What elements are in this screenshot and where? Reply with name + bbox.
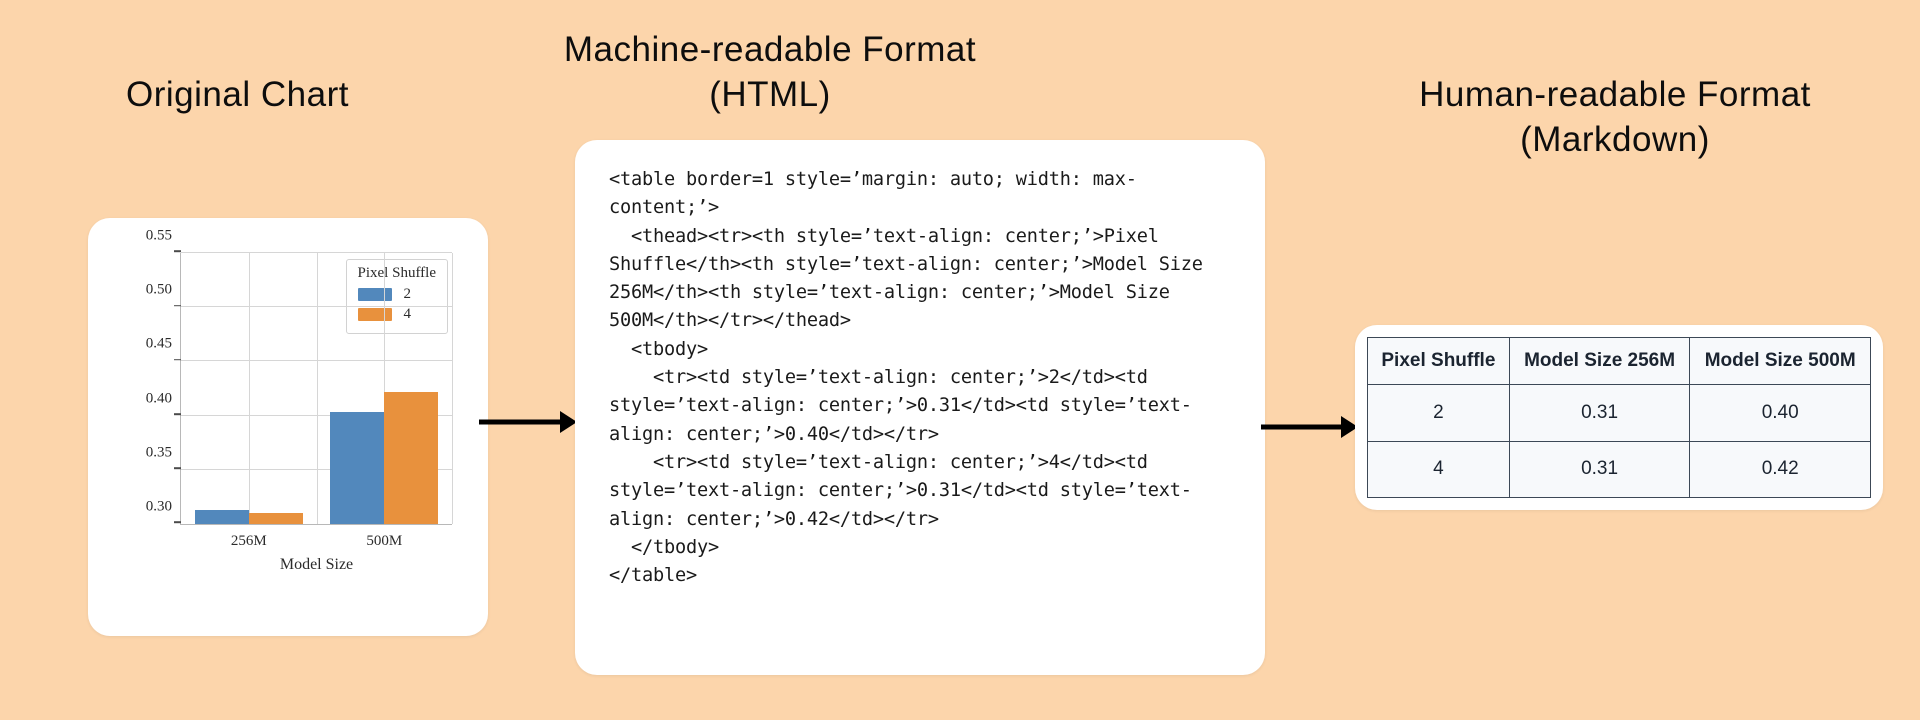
panel-title-machine-readable: Machine-readable Format (HTML)	[560, 28, 980, 118]
chart-ytick-label: 0.45	[145, 335, 172, 352]
chart-ytick-label: 0.30	[145, 498, 172, 515]
html-code-text: <table border=1 style=’margin: auto; wid…	[609, 169, 1203, 587]
chart-ytick-mark	[174, 359, 181, 361]
chart-gridline-x	[452, 253, 453, 524]
chart-plot-area: Pixel Shuffle 2 4 Model Size 0.30 0.35 0.4…	[146, 228, 453, 573]
chart-bar-256M-series-2	[194, 509, 249, 524]
chart-bar-500M-series-2	[330, 412, 385, 524]
chart-xtick-label: 256M	[230, 533, 267, 549]
panel-title-machine-readable-line1: Machine-readable Format	[563, 30, 977, 69]
panel-title-human-readable: Human-readable Format (Markdown)	[1375, 73, 1855, 163]
table-header-cell-0: Pixel Shuffle	[1367, 337, 1510, 385]
panel-title-original-chart-line1: Original Chart	[126, 75, 349, 114]
chart-ytick-mark	[174, 413, 181, 415]
table-cell-r1-c0: 4	[1367, 440, 1510, 498]
chart-legend-label-series-2: 2	[403, 286, 412, 302]
chart-legend: Pixel Shuffle 2 4	[345, 259, 448, 334]
chart-ytick-label: 0.55	[145, 227, 172, 244]
bar-chart: Pixel Shuffle 2 4 Model Size 0.30 0.35 0.4…	[130, 228, 460, 573]
chart-legend-swatch-series-2	[357, 288, 392, 301]
table-cell-r0-c2: 0.40	[1689, 384, 1871, 442]
chart-bar-500M-series-4	[384, 391, 439, 524]
chart-ytick-mark	[174, 304, 181, 307]
chart-ytick-label: 0.35	[145, 444, 172, 461]
arrow-chart-to-code-icon	[479, 409, 577, 435]
chart-ytick-mark	[174, 467, 181, 470]
chart-legend-swatch-series-4	[357, 308, 392, 321]
chart-legend-title: Pixel Shuffle	[357, 265, 436, 281]
chart-ytick-mark	[174, 250, 181, 253]
chart-legend-item-1: 4	[357, 306, 436, 323]
arrow-head	[1341, 416, 1358, 438]
table-header-cell-2: Model Size 500M	[1689, 337, 1871, 385]
chart-xaxis-title: Model Size	[279, 556, 354, 573]
panel-title-human-readable-line2: (Markdown)	[1520, 119, 1710, 159]
chart-gridline-x	[316, 253, 318, 524]
html-code-card: <table border=1 style=’margin: auto; wid…	[575, 140, 1265, 675]
chart-gridline-x	[384, 253, 386, 524]
chart-gridline-x	[248, 253, 250, 524]
table-cell-r1-c1: 0.31	[1508, 440, 1691, 498]
chart-xtick-label: 500M	[366, 533, 403, 549]
panel-title-original-chart: Original Chart	[60, 73, 415, 118]
chart-legend-label-series-4: 4	[403, 306, 412, 322]
chart-gridline-y	[181, 252, 452, 253]
table-cell-r0-c1: 0.31	[1508, 384, 1691, 442]
table-cell-r1-c2: 0.42	[1689, 440, 1871, 498]
original-chart-card: Pixel Shuffle 2 4 Model Size 0.30 0.35 0.4…	[88, 218, 488, 636]
chart-bar-256M-series-4	[248, 513, 303, 524]
chart-ytick-label: 0.50	[145, 281, 172, 298]
panel-title-machine-readable-line2: (HTML)	[709, 74, 831, 114]
arrow-line	[1261, 424, 1345, 430]
arrow-head	[560, 411, 577, 433]
table-cell-r0-c0: 2	[1367, 384, 1510, 442]
chart-ytick-label: 0.40	[145, 390, 172, 407]
table-header-cell-1: Model Size 256M	[1508, 337, 1691, 385]
chart-ytick-mark	[174, 521, 181, 524]
chart-legend-item-0: 2	[357, 286, 436, 303]
panel-title-human-readable-line1: Human-readable Format	[1419, 75, 1811, 114]
arrow-line	[479, 419, 564, 425]
arrow-code-to-table-icon	[1261, 414, 1358, 440]
